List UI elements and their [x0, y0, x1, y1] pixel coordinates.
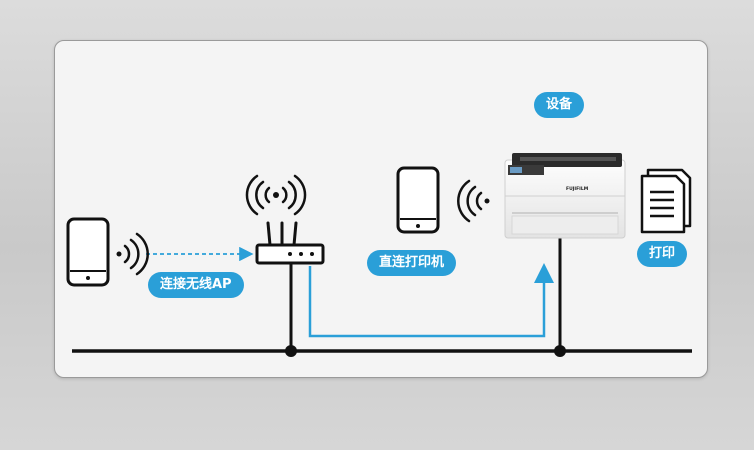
router-to-printer-path [308, 263, 554, 338]
direct-phone-icon [396, 166, 440, 234]
wifi-signal-icon [116, 232, 149, 276]
direct-printer-label: 直连打印机 [367, 250, 457, 276]
device-label: 设备 [534, 92, 585, 118]
print-label: 打印 [637, 241, 688, 267]
phone-icon [66, 217, 110, 287]
connect-ap-label: 连接无线AP [148, 272, 244, 298]
router-icon [255, 221, 325, 265]
document-icon [640, 168, 692, 234]
direct-wifi-signal-icon [457, 179, 490, 223]
printer-icon: FUJIFILM [504, 153, 626, 239]
printer-brand-label: FUJIFILM [566, 186, 589, 192]
router-wifi-signal-icon [245, 174, 307, 216]
